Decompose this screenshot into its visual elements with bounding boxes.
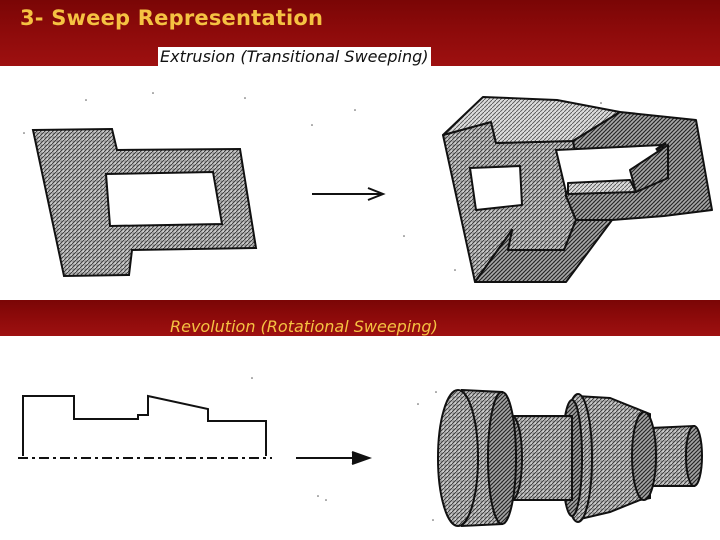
middle-band <box>0 300 720 336</box>
revolution-illustration <box>18 377 703 528</box>
flat-profile-with-hole-icon <box>31 127 258 278</box>
right-arrow-icon <box>312 187 386 201</box>
scan-speck-dots <box>251 377 437 521</box>
scan-speck-dots <box>23 92 602 271</box>
stepped-profile-with-axis-icon <box>18 394 272 459</box>
slide-title: 3- Sweep Representation <box>20 6 324 30</box>
extrusion-illustration <box>23 92 713 283</box>
extruded-solid-icon <box>442 96 713 283</box>
revolved-solid-icon <box>437 388 703 528</box>
right-arrow-icon <box>296 451 373 465</box>
revolution-heading: Revolution (Rotational Sweeping) <box>170 317 438 336</box>
extrusion-heading: Extrusion (Transitional Sweeping) <box>158 47 431 67</box>
